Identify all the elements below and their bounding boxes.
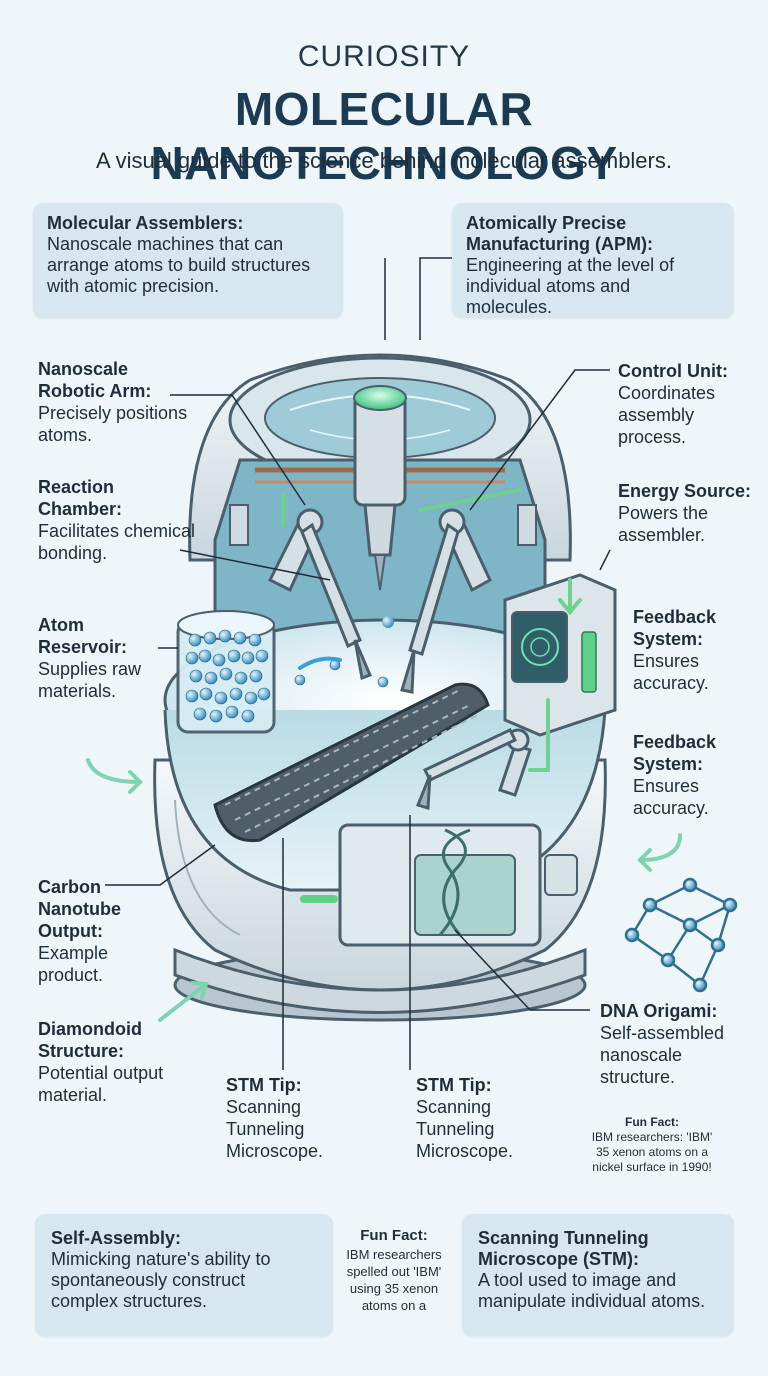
label-text: Example product. <box>38 943 109 985</box>
label-heading: Feedback System: <box>633 607 717 649</box>
info-box-heading: Scanning Tunneling Microscope (STM): <box>478 1228 649 1269</box>
label-heading: STM Tip: <box>226 1075 302 1095</box>
eyebrow: CURIOSITY <box>297 40 471 73</box>
label-stm-tip-2: STM Tip: Scanning Tunneling Microscope. <box>416 1074 546 1162</box>
info-box-text: A tool used to image and manipulate indi… <box>478 1270 706 1311</box>
label-heading: Diamondoid Structure: <box>38 1019 142 1061</box>
label-heading: Energy Source: <box>618 481 752 501</box>
fun-fact-heading: Fun Fact: <box>625 1115 679 1129</box>
label-text: Scanning Tunneling Microscope. <box>226 1097 324 1161</box>
label-text: Precisely positions atoms. <box>38 403 188 445</box>
label-text: Ensures accuracy. <box>633 651 709 693</box>
label-heading: Carbon Nanotube Output: <box>38 877 121 941</box>
label-heading: Reaction Chamber: <box>38 477 123 519</box>
label-text: Facilitates chemical bonding. <box>38 521 196 563</box>
label-stm-tip-1: STM Tip: Scanning Tunneling Microscope. <box>226 1074 356 1162</box>
info-box-text: Nanoscale machines that can arrange atom… <box>47 234 311 296</box>
info-box-heading: Atomically Precise Manufacturing (APM): <box>466 213 653 254</box>
label-feedback-system-2: Feedback System: Ensures accuracy. <box>633 731 763 819</box>
info-box-molecular-assemblers: Molecular Assemblers: Nanoscale machines… <box>33 203 343 318</box>
label-text: Self-assembled nanoscale structure. <box>600 1023 725 1087</box>
flow-arrows <box>86 488 682 1022</box>
label-carbon-nanotube: Carbon Nanotube Output: Example product. <box>38 876 138 986</box>
fun-fact-right: Fun Fact: IBM researchers: 'IBM' 35 xeno… <box>588 1115 716 1175</box>
page-subtitle: A visual guide to the science behind mol… <box>96 148 672 173</box>
label-text: Scanning Tunneling Microscope. <box>416 1097 514 1161</box>
label-robotic-arm: Nanoscale Robotic Arm: Precisely positio… <box>38 358 198 446</box>
label-reaction-chamber: Reaction Chamber: Facilitates chemical b… <box>38 476 198 564</box>
label-heading: STM Tip: <box>416 1075 492 1095</box>
label-control-unit: Control Unit: Coordinates assembly proce… <box>618 360 758 448</box>
info-box-text: Mimicking nature's ability to spontaneou… <box>51 1249 271 1311</box>
fun-fact-heading: Fun Fact: <box>360 1227 428 1244</box>
label-heading: Atom Reservoir: <box>38 615 128 657</box>
label-text: Potential output material. <box>38 1063 164 1105</box>
page-title: MOLECULAR NANOTECHNOLOGY <box>150 83 618 189</box>
label-heading: Control Unit: <box>618 361 728 381</box>
atom-reservoir <box>176 610 389 734</box>
label-diamondoid: Diamondoid Structure: Potential output m… <box>38 1018 188 1106</box>
info-box-text: Engineering at the level of individual a… <box>466 255 675 317</box>
nanoscale-robotic-arms <box>267 508 532 810</box>
feedback-system-box <box>503 573 617 737</box>
carbon-nanotube <box>213 682 490 843</box>
label-text: Supplies raw materials. <box>38 659 142 701</box>
label-text: Coordinates assembly process. <box>618 383 716 447</box>
fun-fact-text: IBM researchers: 'IBM' 35 xenon atoms on… <box>591 1130 713 1174</box>
info-box-stm: Scanning Tunneling Microscope (STM): A t… <box>462 1214 734 1336</box>
info-box-heading: Self-Assembly: <box>51 1228 182 1248</box>
leader-lines <box>105 257 611 1070</box>
label-energy-source: Energy Source: Powers the assembler. <box>618 480 758 546</box>
diamondoid-molecule <box>624 877 738 993</box>
label-dna-origami: DNA Origami: Self-assembled nanoscale st… <box>600 1000 760 1088</box>
label-text: Powers the assembler. <box>618 503 709 545</box>
fun-fact-bottom: Fun Fact: IBM researchers spelled out 'I… <box>338 1226 450 1314</box>
label-heading: DNA Origami: <box>600 1001 718 1021</box>
label-text: Ensures accuracy. <box>633 776 709 818</box>
label-atom-reservoir: Atom Reservoir: Supplies raw materials. <box>38 614 158 702</box>
label-feedback-system-1: Feedback System: Ensures accuracy. <box>633 606 763 694</box>
info-box-heading: Molecular Assemblers: <box>47 213 244 233</box>
info-box-apm: Atomically Precise Manufacturing (APM): … <box>452 203 734 318</box>
control-unit-tool <box>353 385 407 628</box>
info-box-self-assembly: Self-Assembly: Mimicking nature's abilit… <box>35 1214 333 1336</box>
fun-fact-text: IBM researchers spelled out 'IBM' using … <box>346 1247 442 1313</box>
label-heading: Feedback System: <box>633 732 717 774</box>
label-heading: Nanoscale Robotic Arm: <box>38 359 152 401</box>
